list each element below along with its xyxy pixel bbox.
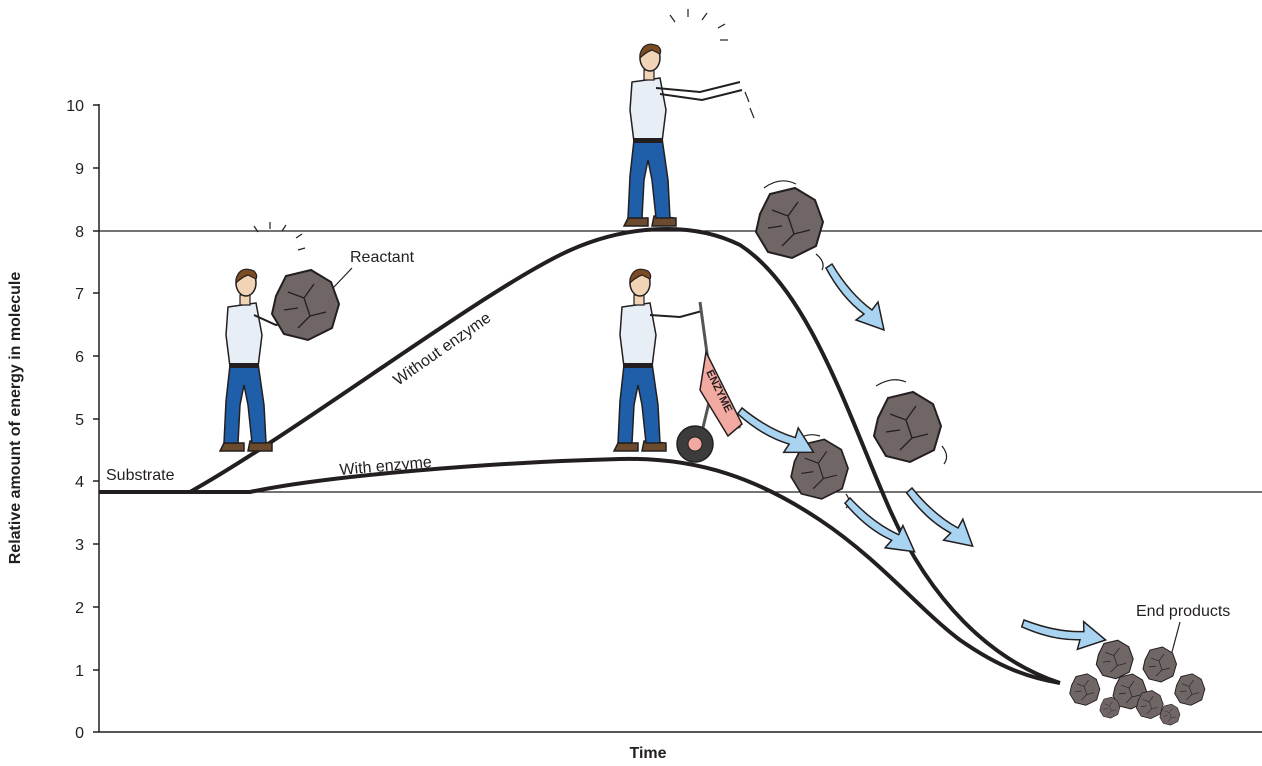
y-tick-6: 6 <box>75 349 84 366</box>
y-tick-10: 10 <box>66 98 84 115</box>
y-tick-4: 4 <box>75 474 84 491</box>
y-tick-7: 7 <box>75 286 84 303</box>
y-tick-5: 5 <box>75 412 84 429</box>
substrate-label: Substrate <box>106 467 175 484</box>
y-tick-8: 8 <box>75 224 84 241</box>
end-products-label: End products <box>1136 603 1230 620</box>
y-axis-title: Relative amount of energy in molecule <box>7 272 24 565</box>
end-products-pile <box>1069 639 1206 726</box>
effort-marks-peak <box>669 9 755 119</box>
arrow-3 <box>843 486 916 565</box>
arrow-1 <box>825 263 885 331</box>
y-tick-9: 9 <box>75 161 84 178</box>
reactant-pointer <box>332 267 353 289</box>
y-tick-1: 1 <box>75 663 84 680</box>
effort-marks-left <box>253 222 306 251</box>
x-axis-title: Time <box>629 745 666 762</box>
wheelbarrow: ENZYME <box>676 301 743 463</box>
falling-rock-2 <box>873 391 942 463</box>
y-tick-2: 2 <box>75 600 84 617</box>
arrow-5 <box>1018 587 1107 677</box>
y-axis-ticks <box>93 104 99 733</box>
person-at-peak <box>623 43 743 227</box>
reactant-label: Reactant <box>350 249 415 266</box>
without-enzyme-curve <box>99 226 1061 685</box>
end-products-pointer <box>1171 621 1181 653</box>
y-tick-3: 3 <box>75 537 84 554</box>
person-with-wheelbarrow <box>613 268 703 452</box>
reactant-rock <box>271 269 340 341</box>
with-enzyme-curve <box>99 456 1061 685</box>
y-tick-0: 0 <box>75 725 84 742</box>
falling-rock-1 <box>755 187 824 259</box>
